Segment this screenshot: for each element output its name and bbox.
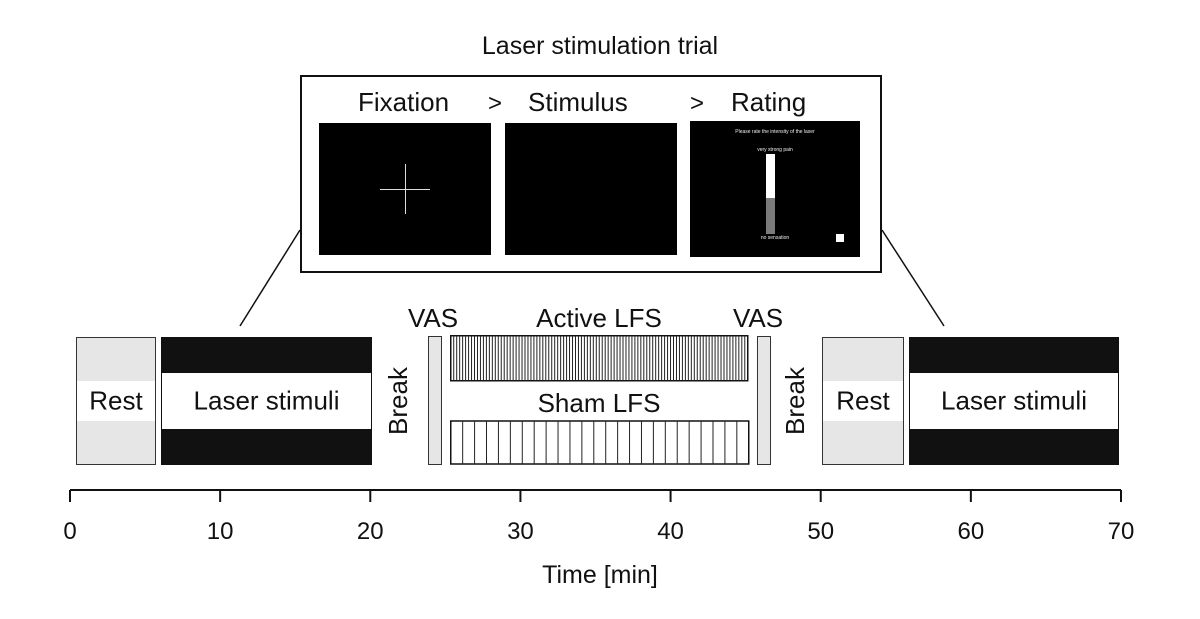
rating-screen: Please rate the intensity of the laser v… <box>690 121 860 257</box>
step-separator-2: > <box>690 90 705 117</box>
rating-top-label: very strong pain <box>757 147 793 153</box>
laser-block-2: Laser stimuli <box>909 337 1119 465</box>
tick-label-70: 70 <box>1107 518 1135 545</box>
fixation-screen <box>319 123 491 255</box>
tick-label-60: 60 <box>957 518 985 545</box>
step-stimulus: Stimulus <box>528 87 628 117</box>
lfs-bars <box>450 335 750 465</box>
sham-lfs-label: Sham LFS <box>537 388 661 418</box>
rest-label-2: Rest <box>836 385 890 416</box>
rating-prompt: Please rate the intensity of the laser <box>735 129 815 135</box>
active-lfs-bar <box>450 335 749 382</box>
laser-label-2: Laser stimuli <box>941 385 1087 416</box>
trial-title: Laser stimulation trial <box>481 32 719 60</box>
break-label-1: Break <box>383 367 413 435</box>
active-lfs-label: Active LFS <box>536 303 662 333</box>
vas-bar-2 <box>757 336 771 465</box>
vas-label-1: VAS <box>408 303 459 333</box>
tick-label-10: 10 <box>206 518 234 545</box>
vas-bar-1 <box>428 336 442 465</box>
connector-left <box>239 229 301 327</box>
tick-label-50: 50 <box>807 518 835 545</box>
step-rating: Rating <box>731 87 807 117</box>
rating-cursor-square <box>836 234 844 242</box>
sham-lfs-bar <box>450 420 750 465</box>
step-fixation: Fixation <box>358 87 450 117</box>
step-separator-1: > <box>488 90 503 117</box>
rest-label-1: Rest <box>89 385 143 416</box>
vas-label-2: VAS <box>733 303 784 333</box>
time-axis <box>69 489 1122 502</box>
tick-label-30: 30 <box>507 518 534 545</box>
tick-label-40: 40 <box>657 518 684 545</box>
rest-block-2: Rest <box>822 337 904 465</box>
laser-block-1: Laser stimuli <box>161 337 372 465</box>
tick-label-20: 20 <box>356 518 384 545</box>
fixation-cross-vertical <box>405 164 406 214</box>
rating-scale <box>766 154 775 234</box>
rating-bottom-label: no sensation <box>760 235 790 241</box>
laser-label-1: Laser stimuli <box>193 385 340 416</box>
rating-level-fill <box>766 198 775 234</box>
stimulus-screen <box>505 123 677 255</box>
axis-title: Time [min] <box>542 561 658 589</box>
connector-right <box>881 229 945 327</box>
break-label-2: Break <box>780 367 810 435</box>
tick-label-0: 0 <box>63 518 77 545</box>
rest-block-1: Rest <box>76 337 156 465</box>
